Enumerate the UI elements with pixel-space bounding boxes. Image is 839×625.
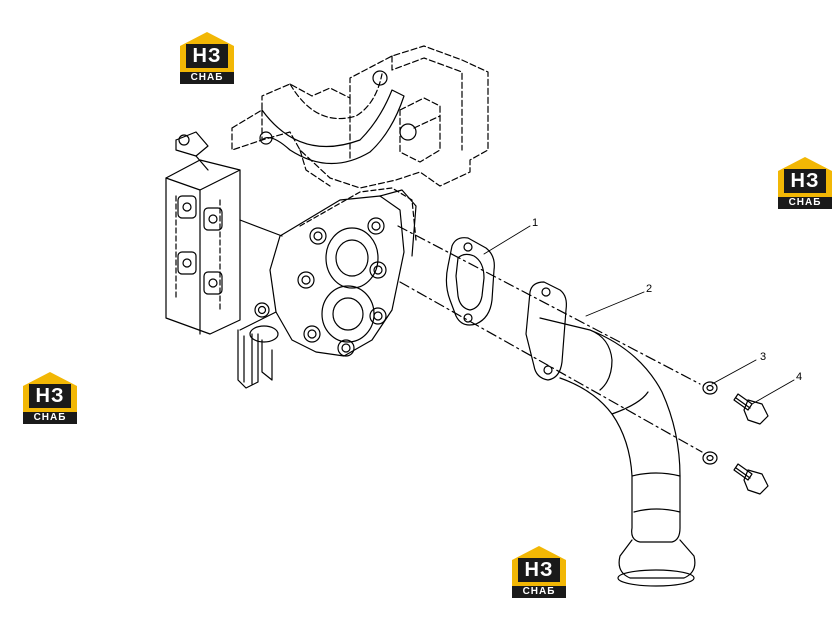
callout-2: 2 — [646, 283, 652, 295]
logo-mark-text: НЗ — [518, 558, 560, 582]
bearing-arch — [261, 89, 405, 165]
gasket-part-1 — [445, 237, 495, 326]
logo-mark-text: НЗ — [784, 169, 826, 193]
alignment-lines — [397, 225, 703, 453]
watermark-logo: НЗ СНАБ — [512, 546, 566, 598]
suction-pipe-part-2 — [525, 281, 696, 587]
watermark-logo: НЗ СНАБ — [180, 32, 234, 84]
callout-4: 4 — [796, 371, 802, 383]
leader-lines — [483, 225, 795, 405]
logo-caption: СНАБ — [778, 197, 832, 209]
logo-mark-text: НЗ — [186, 44, 228, 68]
logo-caption: СНАБ — [180, 72, 234, 84]
lower-sensor-tube — [237, 325, 279, 389]
left-housing — [165, 131, 241, 335]
oil-pump-body — [239, 187, 417, 357]
callout-1: 1 — [532, 217, 538, 229]
bolt-part-4 — [733, 393, 769, 495]
callout-3: 3 — [760, 351, 766, 363]
logo-mark-text: НЗ — [29, 384, 71, 408]
logo-caption: СНАБ — [512, 586, 566, 598]
watermark-logo: НЗ СНАБ — [23, 372, 77, 424]
watermark-logo: НЗ СНАБ — [778, 157, 832, 209]
engine-block-outline — [231, 45, 489, 189]
logo-caption: СНАБ — [23, 412, 77, 424]
washer-part-3 — [702, 381, 718, 465]
